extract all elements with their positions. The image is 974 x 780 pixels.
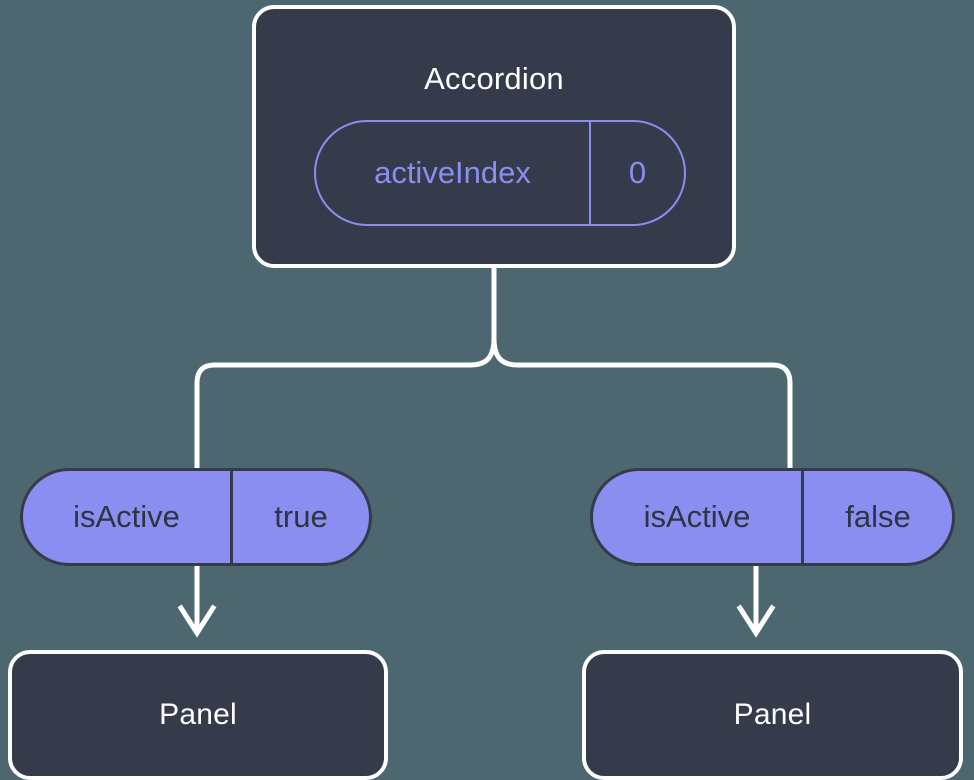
prop-pill-value: true [274,499,328,534]
arrow-head-left [177,604,217,638]
prop-pill-is-active-true[interactable]: isActive true [20,468,372,566]
state-pill-value: 0 [628,155,647,190]
panel-title: Panel [733,698,812,731]
state-pill-active-index[interactable]: activeIndex 0 [314,120,686,226]
prop-pill-value: false [845,499,911,534]
branch-right [491,337,793,468]
arrow-head-right [736,604,776,638]
branch-left [194,337,497,468]
panel-component-node-right[interactable]: Panel [582,650,963,780]
state-pill-key: activeIndex [316,122,591,224]
panel-component-node-left[interactable]: Panel [8,650,388,780]
prop-pill-is-active-false[interactable]: isActive false [590,468,955,566]
prop-pill-key: isActive [593,471,804,563]
prop-pill-key: isActive [23,471,233,563]
panel-title: Panel [159,698,237,731]
accordion-title: Accordion [424,61,564,96]
accordion-component-node[interactable]: Accordion activeIndex 0 [252,5,736,268]
